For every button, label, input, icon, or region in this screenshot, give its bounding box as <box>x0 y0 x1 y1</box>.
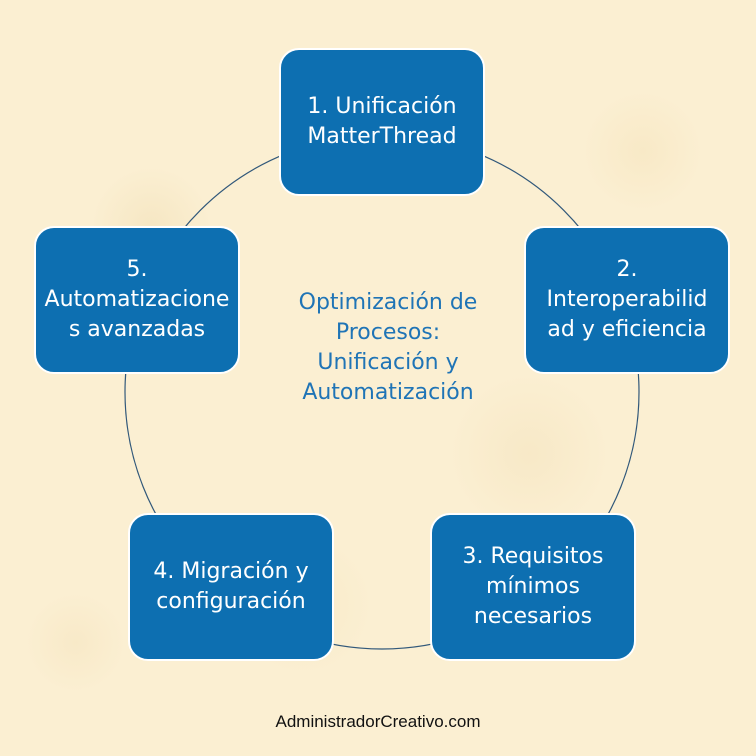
cycle-node-label: 4. Migración y configuración <box>153 559 309 614</box>
cycle-node-1: 1. Unificación MatterThread <box>279 48 485 196</box>
footer-website[interactable]: AdministradorCreativo.com <box>275 712 481 731</box>
cycle-node-3: 3. Requisitos mínimos necesarios <box>430 513 636 661</box>
cycle-node-label: 2. Interoperabilidad y eficiencia <box>546 257 708 342</box>
cycle-node-label: 5. Automatizaciones avanzadas <box>44 257 230 342</box>
cycle-node-2: 2. Interoperabilidad y eficiencia <box>524 226 730 374</box>
cycle-node-label: 3. Requisitos mínimos necesarios <box>462 544 604 629</box>
center-title: Optimización de Procesos: Unificación y … <box>298 290 478 405</box>
cycle-node-5: 5. Automatizaciones avanzadas <box>34 226 240 374</box>
cycle-node-label: 1. Unificación MatterThread <box>307 94 457 149</box>
cycle-node-4: 4. Migración y configuración <box>128 513 334 661</box>
